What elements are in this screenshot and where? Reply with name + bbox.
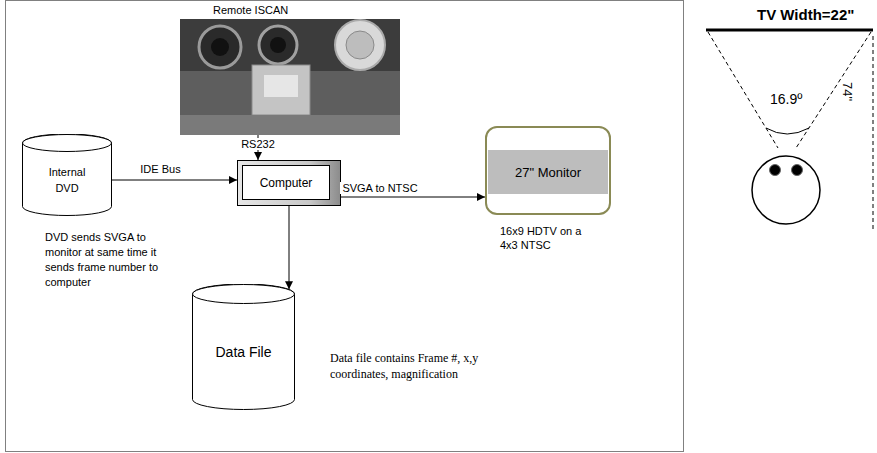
photo-title: Remote ISCAN [213, 4, 288, 17]
node-label: 27" Monitor [487, 150, 609, 194]
monitor-box: 27" Monitor [485, 126, 611, 215]
photo-ground [180, 19, 400, 135]
camera-lens [259, 26, 297, 64]
camera-mount [252, 65, 310, 115]
viewer-head [752, 156, 820, 224]
camera-lens [211, 38, 229, 56]
viewer-eye [792, 165, 803, 176]
camera-photo: Remote ISCAN [180, 2, 400, 135]
note-text: Data file contains Frame #, x,y coordina… [330, 350, 530, 382]
camera-lens [270, 37, 286, 53]
node-label: Data File [215, 343, 271, 362]
angle-label: 16.9º [770, 91, 802, 107]
node-label: Internal DVD [38, 164, 96, 196]
storage-cylinder: Internal DVD [22, 134, 112, 216]
viewer-eye [770, 165, 781, 176]
light-source [335, 20, 385, 70]
sight-line [708, 32, 778, 148]
cylinder-body [23, 134, 112, 216]
sight-line [796, 32, 871, 148]
signal-arrow [341, 197, 485, 198]
dimension-label: 74" [840, 82, 855, 101]
photo-shadow [180, 19, 400, 71]
signal-arrow [112, 180, 237, 181]
edge-label: IDE Bus [138, 163, 182, 175]
light-source [346, 31, 374, 59]
camera-photo-art [180, 19, 400, 135]
edge-label: SVGA to NTSC [340, 182, 419, 194]
cylinder-top [23, 135, 112, 152]
note-text: DVD sends SVGA to monitor at same time i… [45, 230, 170, 290]
process-box: Computer [237, 160, 341, 206]
camera-mount [264, 75, 298, 97]
note-text: 16x9 HDTV on a 4x3 NTSC [500, 224, 582, 252]
distance-line [873, 36, 874, 232]
angle-arc [766, 128, 809, 134]
tv-screen-bar [706, 29, 873, 32]
cylinder-top [193, 285, 295, 304]
edge-label: RS232 [239, 138, 277, 150]
signal-arrow [289, 206, 290, 289]
photo-table [180, 115, 400, 135]
cylinder-body [193, 284, 295, 410]
node-label: Computer [242, 165, 330, 200]
camera-lens [199, 26, 241, 68]
dimension-label: TV Width=22" [757, 6, 854, 24]
storage-cylinder: Data File [192, 284, 295, 410]
panel-frame [6, 1, 684, 452]
